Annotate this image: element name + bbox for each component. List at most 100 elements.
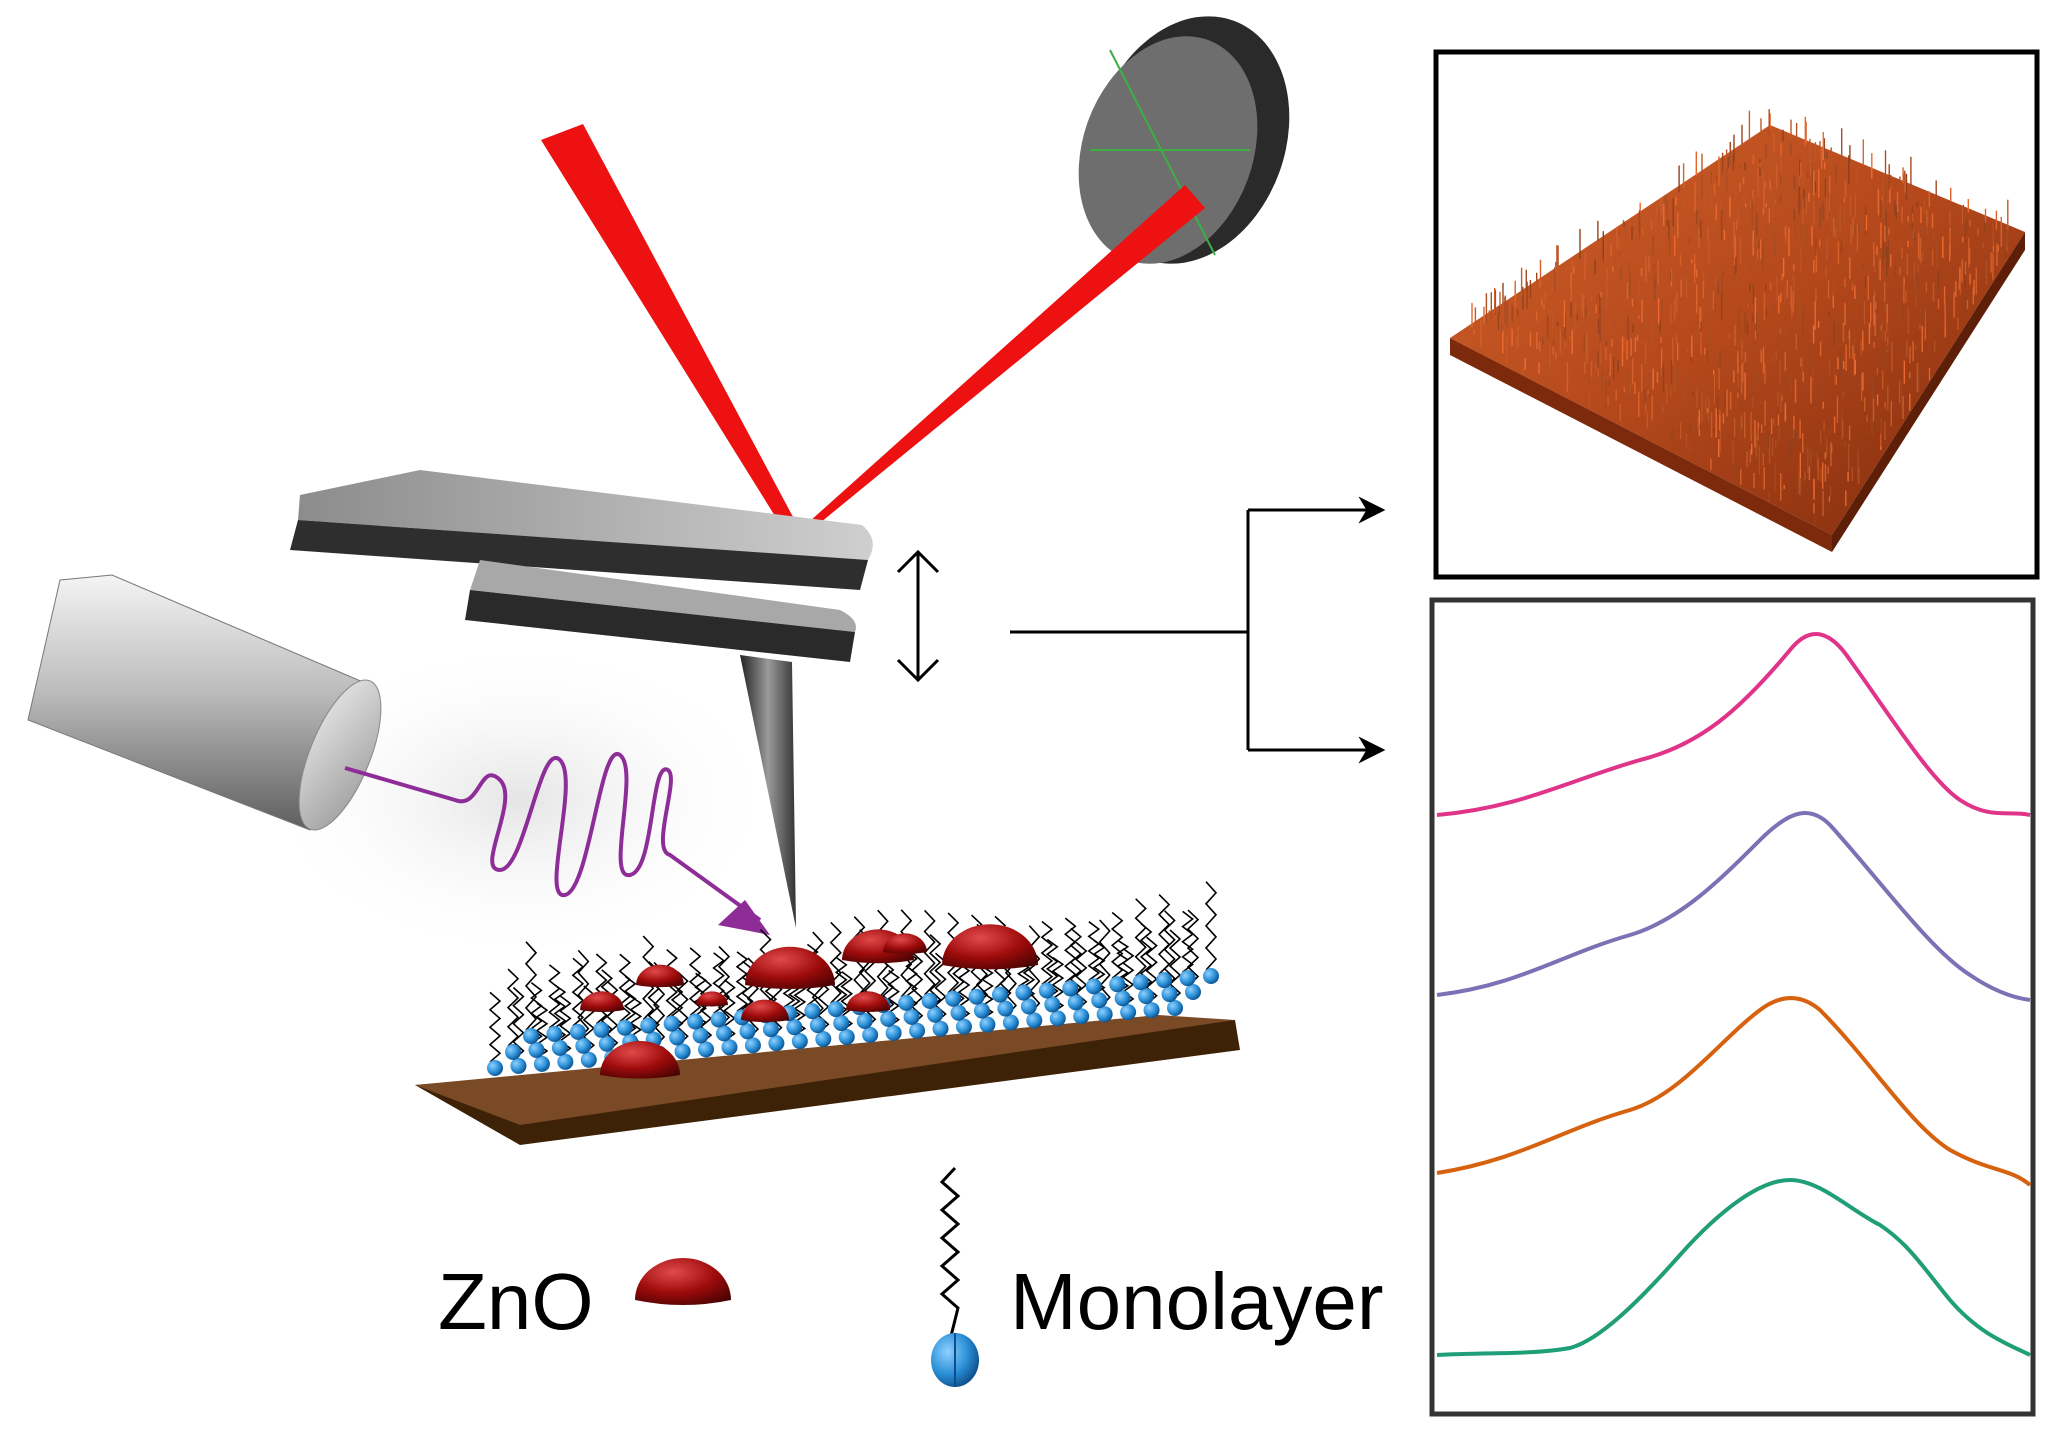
monolayer-chain	[910, 951, 924, 1026]
monolayer-chain	[1157, 894, 1171, 975]
afm-tip	[740, 655, 796, 928]
monolayer-head	[1049, 1010, 1066, 1027]
monolayer-chain	[571, 957, 585, 1027]
monolayer-head	[898, 994, 915, 1011]
monolayer-label: Monolayer	[1010, 1257, 1384, 1346]
monolayer-chain	[928, 934, 942, 1010]
monolayer-chain	[676, 971, 689, 1046]
zno-particle	[636, 964, 684, 988]
monolayer-head	[1132, 974, 1149, 991]
monolayer-chain	[548, 964, 561, 1029]
ir-glow	[260, 640, 780, 960]
zno-particle	[696, 991, 728, 1007]
monolayer-chain	[1110, 911, 1124, 979]
monolayer-head	[1143, 1002, 1160, 1019]
zno-particle	[741, 999, 789, 1023]
monolayer-head	[1002, 1014, 1019, 1031]
monolayer-head	[1073, 1008, 1090, 1025]
monolayer-chain	[488, 991, 502, 1063]
monolayer-head	[1020, 998, 1037, 1015]
cantilever-arm	[465, 560, 856, 662]
monolayer-head	[1156, 972, 1173, 989]
monolayer-head	[991, 986, 1008, 1003]
monolayer-head	[885, 1024, 902, 1041]
topography-spikes	[1462, 109, 2009, 526]
monolayer-head	[1185, 984, 1201, 1000]
monolayer-head	[510, 1057, 527, 1074]
zno-particle	[942, 924, 1038, 970]
monolayer-chain	[618, 953, 632, 1023]
monolayer-head	[505, 1044, 521, 1060]
ir-wave-arrowhead	[718, 900, 770, 935]
monolayer-head	[1120, 1004, 1137, 1021]
monolayer-head	[1085, 978, 1102, 995]
monolayer-head	[1167, 1000, 1183, 1016]
monolayer-chain	[1186, 909, 1200, 987]
oscillation-arrow	[896, 549, 940, 683]
zno-legend-icon	[635, 1258, 731, 1305]
monolayer-chain	[735, 951, 749, 1013]
monolayer-head	[955, 1018, 972, 1035]
monolayer-head	[921, 992, 938, 1009]
zno-particle	[883, 933, 927, 954]
monolayer-chain	[1204, 881, 1218, 971]
monolayer-head	[997, 1000, 1014, 1017]
ir-source	[27, 574, 382, 831]
monolayer-chain	[1028, 925, 1041, 1015]
monolayer-head	[1179, 970, 1196, 987]
monolayer-head	[809, 1017, 826, 1034]
monolayer-head	[804, 1003, 821, 1020]
monolayer-head	[1067, 994, 1084, 1011]
monolayer-head	[593, 1021, 610, 1038]
monolayer-head	[640, 1017, 657, 1034]
monolayer-head	[838, 1028, 855, 1045]
monolayer-head	[762, 1021, 779, 1038]
monolayer-chain	[577, 949, 590, 1041]
monolayer-head	[973, 1002, 990, 1019]
monolayer-head	[1026, 1012, 1043, 1029]
substrate	[415, 1015, 1240, 1145]
monolayer-head	[575, 1037, 592, 1054]
spectrum-curve	[1436, 996, 2032, 1187]
zno-label: ZnO	[438, 1257, 594, 1346]
monolayer-head	[903, 1008, 920, 1025]
monolayer-head	[833, 1015, 850, 1032]
monolayer-head	[598, 1035, 615, 1052]
monolayer-head	[674, 1043, 691, 1060]
monolayer-head	[768, 1035, 785, 1052]
monolayer-head	[698, 1041, 715, 1058]
monolayer-head	[1138, 988, 1155, 1005]
monolayer-chain	[524, 941, 538, 1031]
monolayer-head	[909, 1022, 926, 1039]
monolayer-head	[945, 990, 962, 1007]
monolayer-head	[791, 1033, 808, 1050]
monolayer-head	[687, 1013, 704, 1030]
monolayer-head	[546, 1025, 563, 1042]
laser-beam	[541, 124, 1205, 545]
monolayer-chain	[1181, 910, 1194, 973]
zno-particle	[580, 991, 624, 1012]
monolayer-chain	[512, 986, 525, 1061]
monolayer-head	[669, 1029, 686, 1046]
zno-particles	[580, 924, 1038, 1079]
monolayer-head	[827, 1001, 844, 1018]
monolayer-head	[580, 1051, 597, 1068]
monolayer-head	[880, 1010, 897, 1027]
monolayer-head	[1109, 976, 1126, 993]
monolayer-head	[551, 1039, 568, 1056]
monolayer-head	[1062, 980, 1079, 997]
spectrum-curve	[1436, 632, 2031, 817]
monolayer-chain	[923, 909, 936, 996]
monolayer-head	[744, 1037, 761, 1054]
monolayer-chain	[595, 953, 608, 1025]
monolayer-head	[557, 1053, 574, 1070]
monolayer-head	[950, 1004, 967, 1021]
monolayer-legend-icon	[931, 1166, 979, 1387]
monolayer-head	[487, 1060, 503, 1076]
ir-wave	[344, 752, 762, 922]
monolayer-head	[1015, 984, 1032, 1001]
spectrum-curve	[1436, 811, 2031, 1002]
monolayer-head	[815, 1031, 832, 1048]
monolayer-head	[710, 1011, 727, 1028]
